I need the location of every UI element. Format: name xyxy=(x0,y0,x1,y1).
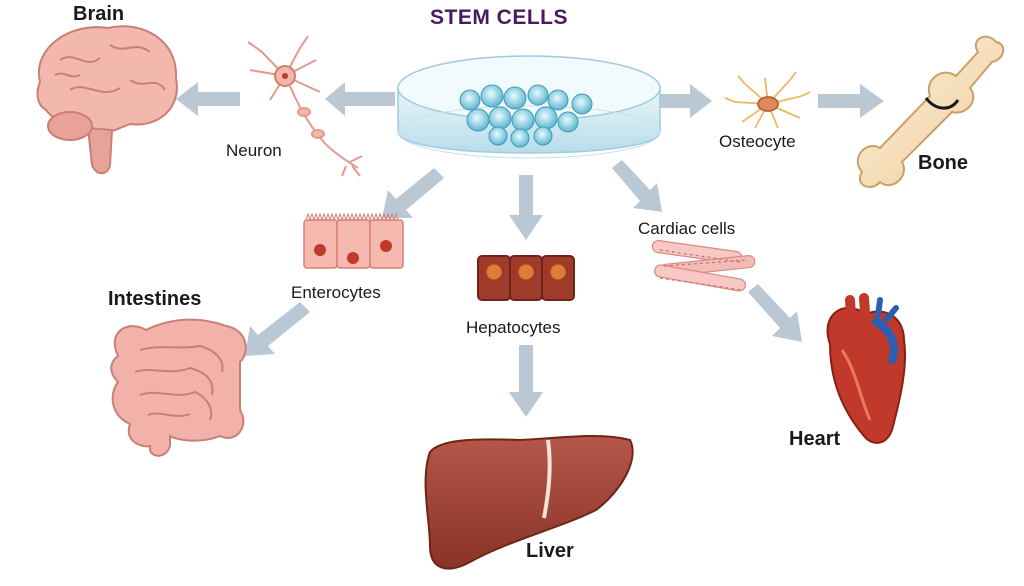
arrow-enterocytes-to-intestines xyxy=(245,302,310,356)
bone-label: Bone xyxy=(918,152,968,174)
liver-icon xyxy=(424,434,634,570)
enterocytes-label: Enterocytes xyxy=(291,283,381,302)
cardiac-cell-icon xyxy=(651,239,756,292)
arrow-hepatocytes-to-liver xyxy=(509,345,543,417)
stem-cell-cluster xyxy=(459,84,593,148)
arrow-dish-to-osteocyte xyxy=(660,84,712,118)
intestines-icon xyxy=(110,318,247,457)
brain-label: Brain xyxy=(73,3,125,25)
arrow-dish-to-neuron xyxy=(325,82,395,116)
enterocyte-icon xyxy=(303,212,404,269)
diagram-title: STEM CELLS xyxy=(430,6,569,29)
cardiac-cells-label: Cardiac cells xyxy=(638,219,736,238)
liver-label: Liver xyxy=(526,540,574,562)
heart-icon xyxy=(826,293,907,444)
petri-dish-icon xyxy=(397,55,661,159)
bone-icon xyxy=(856,35,1005,188)
arrow-dish-to-cardiac xyxy=(612,160,662,212)
arrow-dish-to-enterocytes xyxy=(382,168,444,218)
osteocyte-icon xyxy=(724,71,811,129)
arrows xyxy=(176,82,884,417)
arrow-dish-to-hepatocytes xyxy=(509,175,543,240)
hepatocyte-icon xyxy=(477,255,575,301)
arrow-osteocyte-to-bone xyxy=(818,84,884,118)
arrow-neuron-to-brain xyxy=(176,82,240,116)
osteocyte-label: Osteocyte xyxy=(719,132,796,151)
arrow-cardiac-to-heart xyxy=(748,284,802,342)
neuron-icon xyxy=(247,35,363,177)
intestines-label: Intestines xyxy=(108,288,202,310)
brain-icon xyxy=(36,25,178,175)
hepatocytes-label: Hepatocytes xyxy=(466,318,561,337)
neuron-label: Neuron xyxy=(226,141,282,160)
heart-label: Heart xyxy=(789,428,841,450)
